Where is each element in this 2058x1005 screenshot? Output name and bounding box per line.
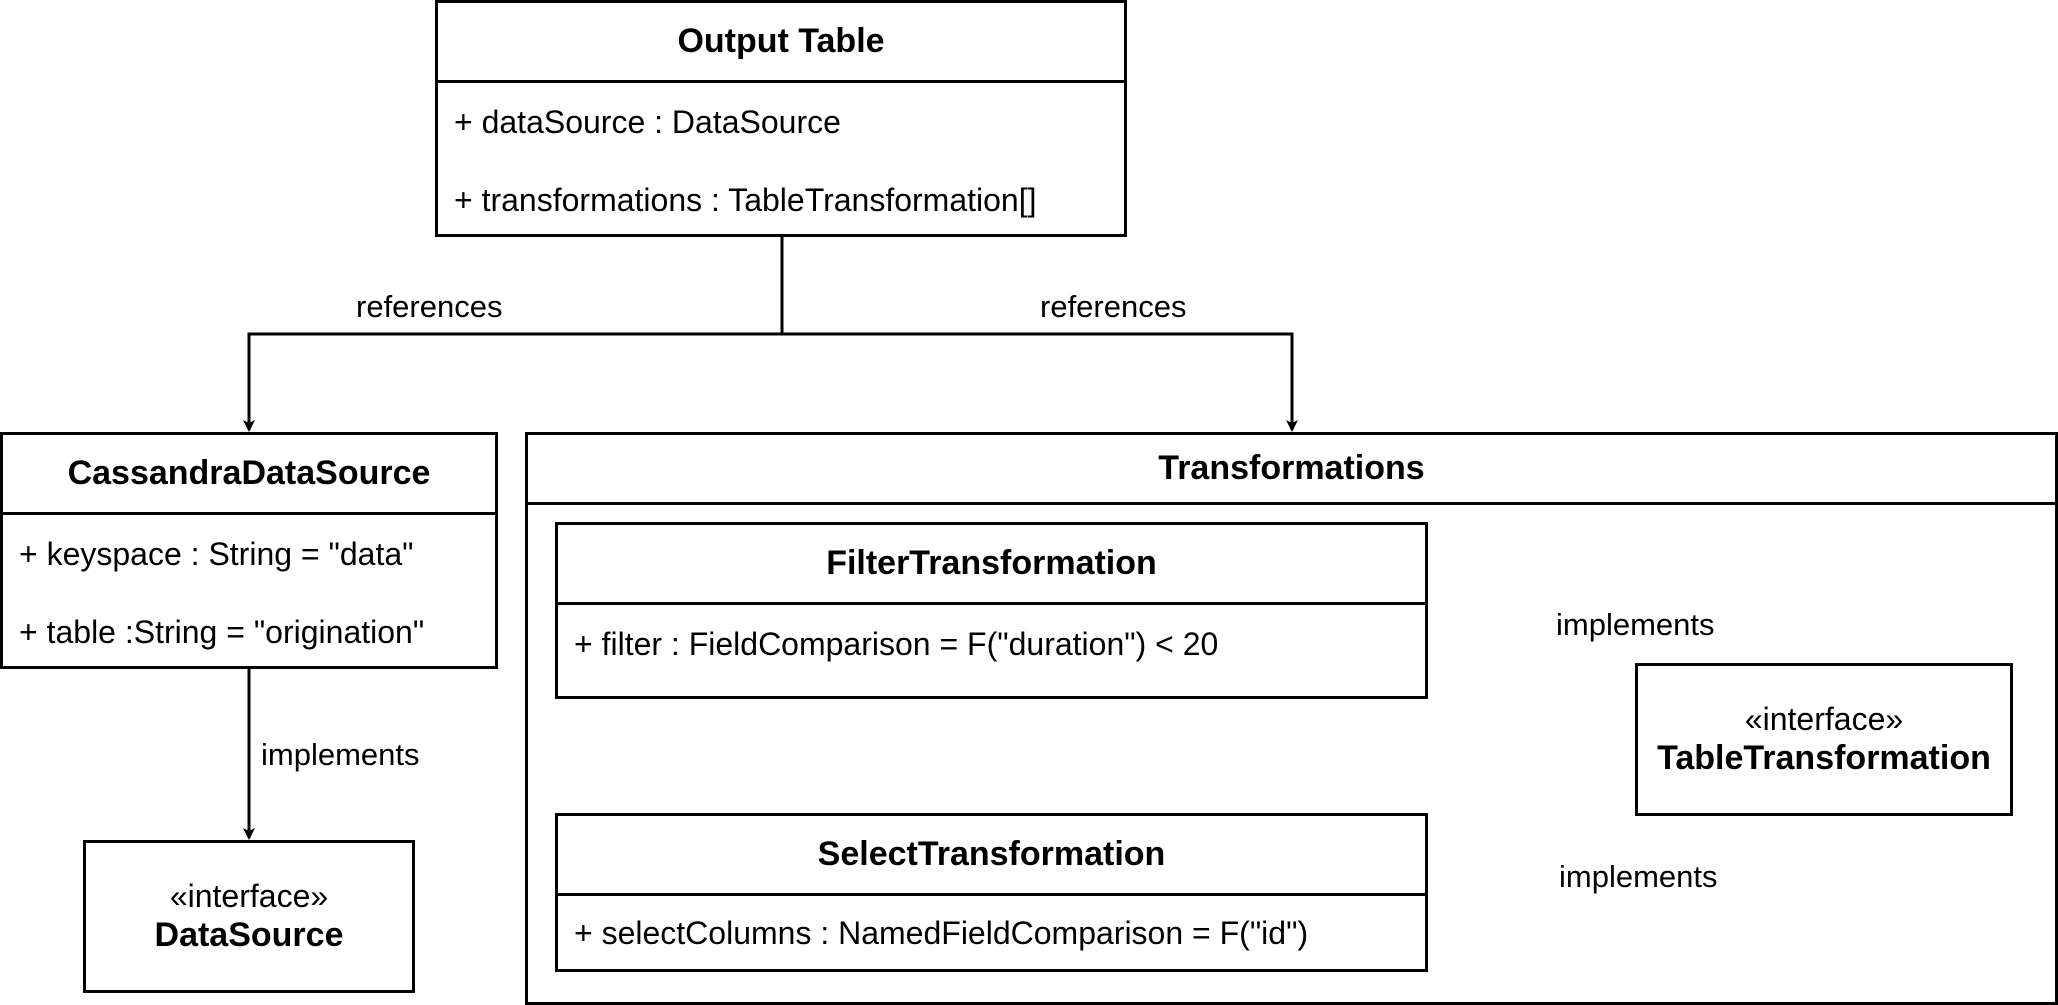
- edge-references-transformations: [782, 332, 1298, 432]
- cassandra-attr-table: + table :String = "origination": [19, 614, 425, 650]
- filter-transformation-title: FilterTransformation: [558, 525, 1425, 605]
- tabletransformation-stereotype: «interface»: [1744, 700, 1904, 737]
- cassandra-datasource-class[interactable]: CassandraDataSource + keyspace : String …: [0, 432, 498, 669]
- label-references-left: references: [356, 289, 503, 324]
- output-table-attr-datasource: + dataSource : DataSource: [454, 104, 841, 140]
- label-implements-datasource: implements: [261, 737, 420, 772]
- select-transformation-class[interactable]: SelectTransformation + selectColumns : N…: [555, 813, 1428, 972]
- tabletransformation-name: TableTransformation: [1657, 739, 1991, 778]
- output-table-title: Output Table: [438, 3, 1124, 83]
- cassandra-datasource-title: CassandraDataSource: [3, 435, 495, 515]
- label-implements-select: implements: [1559, 859, 1718, 894]
- transformations-title: Transformations: [528, 435, 2055, 505]
- filter-attr: + filter : FieldComparison = F("duration…: [574, 626, 1219, 662]
- output-table-attr-transformations: + transformations : TableTransformation[…: [454, 182, 1037, 218]
- select-transformation-title: SelectTransformation: [558, 816, 1425, 896]
- datasource-name: DataSource: [154, 916, 344, 955]
- edge-references-cassandra: [243, 332, 782, 432]
- cassandra-attr-keyspace: + keyspace : String = "data": [19, 536, 414, 572]
- label-references-right: references: [1040, 289, 1187, 324]
- output-table-class[interactable]: Output Table + dataSource : DataSource +…: [435, 0, 1127, 237]
- select-attr: + selectColumns : NamedFieldComparison =…: [574, 915, 1309, 951]
- label-implements-filter: implements: [1556, 607, 1715, 642]
- datasource-interface[interactable]: «interface» DataSource: [83, 840, 415, 993]
- tabletransformation-interface[interactable]: «interface» TableTransformation: [1635, 663, 2013, 816]
- filter-transformation-class[interactable]: FilterTransformation + filter : FieldCom…: [555, 522, 1428, 699]
- datasource-stereotype: «interface»: [169, 877, 329, 914]
